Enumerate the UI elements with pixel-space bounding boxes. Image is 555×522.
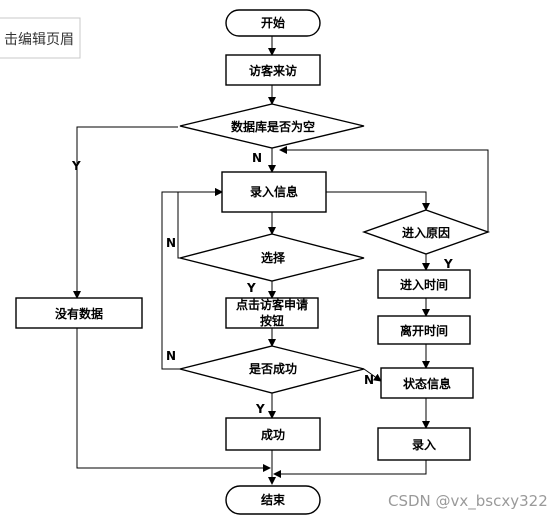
edge-issuccess-to-status: [363, 368, 382, 382]
node-success: 成功: [225, 417, 321, 451]
edge-label-y-no-data: Y: [71, 159, 81, 173]
node-success-label: 成功: [261, 427, 285, 442]
node-no-data: 没有数据: [15, 297, 143, 329]
node-click-apply: 点击访客申请 按钮: [225, 297, 319, 329]
node-click-apply-label-2: 按钮: [260, 313, 284, 328]
edge-label-n-status: N: [364, 373, 374, 387]
node-visitor-arrives-label: 访客来访: [249, 63, 297, 78]
edge-labels: Y N N Y N Y Y N: [71, 151, 453, 416]
node-db-empty-label: 数据库是否为空: [231, 119, 315, 134]
node-start: 开始: [225, 9, 321, 37]
node-click-apply-label-1: 点击访客申请: [236, 297, 308, 312]
header-edit-tab-label: 击编辑页眉: [4, 32, 74, 48]
edge-label-y-is-success: Y: [255, 402, 265, 416]
node-record-label: 录入: [412, 438, 436, 452]
edge-record-to-end: [273, 460, 427, 478]
node-no-data-label: 没有数据: [55, 306, 103, 321]
node-visitor-arrives: 访客来访: [225, 54, 321, 86]
node-end-label: 结束: [261, 492, 286, 507]
node-leave-time-label: 离开时间: [400, 323, 448, 338]
node-entry-reason-label: 进入原因: [402, 225, 450, 240]
node-entry-time: 进入时间: [377, 269, 471, 299]
node-select: 选择: [179, 233, 365, 282]
edge-issuccess-loop: [161, 188, 223, 370]
node-enter-info-label: 录入信息: [250, 184, 298, 199]
node-status-info: 状态信息: [380, 367, 474, 399]
node-leave-time: 离开时间: [377, 315, 471, 345]
node-record: 录入: [377, 427, 471, 461]
edge-label-n-is-success: N: [166, 349, 176, 363]
node-entry-reason: 进入原因: [361, 209, 491, 255]
node-end: 结束: [225, 485, 321, 515]
node-enter-info: 录入信息: [221, 171, 327, 213]
edge-label-y-select: Y: [246, 281, 256, 295]
node-start-label: 开始: [261, 15, 285, 30]
node-select-label: 选择: [261, 250, 286, 265]
watermark: CSDN @vx_bscxy322: [388, 492, 548, 511]
edge-label-n-db-empty: N: [252, 151, 262, 165]
header-edit-tab[interactable]: 击编辑页眉: [0, 17, 81, 59]
edge-no-data-to-end: [76, 328, 271, 472]
edge-db-to-no-data: [73, 126, 178, 299]
node-db-empty: 数据库是否为空: [179, 103, 365, 149]
node-is-success: 是否成功: [179, 345, 365, 394]
edge-enter-to-reason: [326, 191, 430, 211]
node-entry-time-label: 进入时间: [400, 277, 448, 292]
node-is-success-label: 是否成功: [248, 361, 297, 376]
node-status-info-label: 状态信息: [403, 376, 451, 391]
edge-label-n-select: N: [166, 236, 176, 250]
edges: [73, 36, 489, 485]
edge-reason-to-db: [279, 146, 489, 232]
edge-label-y-entry-reason: Y: [443, 257, 453, 271]
